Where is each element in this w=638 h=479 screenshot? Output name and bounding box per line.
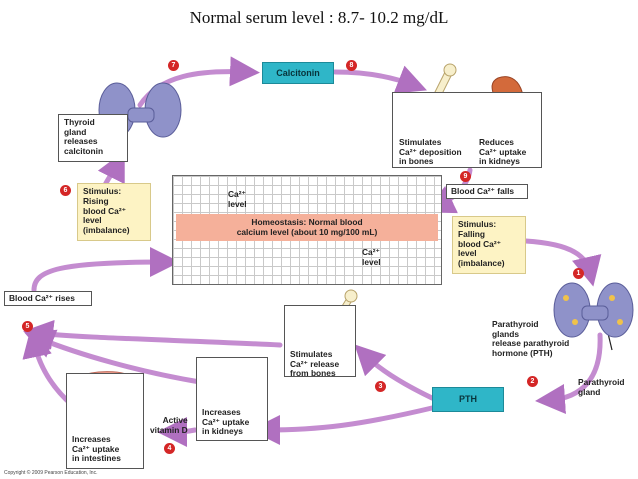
copyright-text: Copyright © 2009 Pearson Education, Inc. xyxy=(4,470,98,476)
stimulus-rising-box: Stimulus:Rising blood Ca²⁺level (imbalan… xyxy=(77,183,151,241)
step-6-badge: 6 xyxy=(60,185,71,196)
arrow-from-rises xyxy=(31,247,180,293)
ca-level-up-label: Ca²⁺level xyxy=(228,189,247,209)
arrow-2 xyxy=(535,332,603,414)
step-4-badge: 4 xyxy=(164,443,175,454)
arrow-3b xyxy=(250,405,435,445)
step-3-badge: 3 xyxy=(375,381,386,392)
step-8-badge: 8 xyxy=(346,60,357,71)
blood-ca-rises-box: Blood Ca²⁺ rises xyxy=(4,291,92,306)
step-7-badge: 7 xyxy=(168,60,179,71)
step-2-badge: 2 xyxy=(527,376,538,387)
arrow-6 xyxy=(97,150,125,188)
arrow-3a xyxy=(354,344,435,401)
step-1-badge: 1 xyxy=(573,268,584,279)
page-title: Normal serum level : 8.7- 10.2 mg/dL xyxy=(189,8,449,27)
step-5-badge: 5 xyxy=(22,321,33,332)
homeostasis-band: Homeostasis: Normal blood calcium level … xyxy=(176,214,438,241)
arrow-8 xyxy=(332,65,427,94)
pth-box: PTH xyxy=(432,387,504,412)
calcitonin-box: Calcitonin xyxy=(262,62,334,84)
stimulus-falling-box: Stimulus:Falling blood Ca²⁺level (imbala… xyxy=(452,216,526,274)
ca-level-down-label: Ca²⁺level xyxy=(362,247,381,267)
blood-ca-falls-box: Blood Ca²⁺ falls xyxy=(446,184,528,199)
arrow-4 xyxy=(157,416,198,447)
arrow-5b xyxy=(24,329,203,385)
step-9-badge: 9 xyxy=(460,171,471,182)
